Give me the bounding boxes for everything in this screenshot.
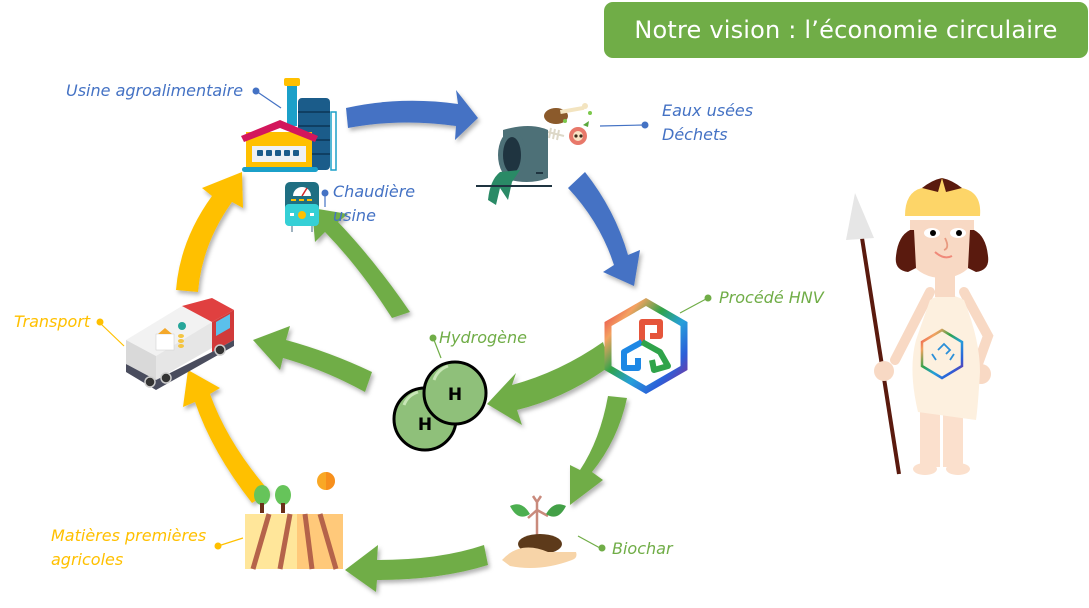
label-text: Procédé HNV [719,288,824,307]
hnv-logo-icon [604,297,688,395]
waste-pipe-icon [476,103,592,205]
page-title: Notre vision : l’économie circulaire [634,16,1058,44]
plant-in-hand-icon [502,495,577,568]
label-usine-agroalimentaire: Usine agroalimentaire [66,79,243,103]
arrow-hydrogene-to-chaudiere [312,208,410,318]
label-hydrogene: Hydrogène [439,326,527,350]
arrow-transport-to-usine [176,172,243,292]
label-chaudiere-usine: Chaudière usine [333,180,415,228]
hydrogen-molecule-icon: H H [392,360,488,452]
label-text: Hydrogène [439,328,528,347]
label-line-1: Chaudière [333,182,416,201]
arrow-hnv-to-biochar [570,396,627,505]
label-line-2: usine [333,206,376,225]
label-line-1: Eaux usées [662,101,754,120]
label-biochar: Biochar [612,537,673,561]
arrow-usine-to-eaux [346,90,478,140]
label-line-2: agricoles [51,550,124,569]
boiler-icon [285,182,319,232]
field-icon [245,472,343,570]
arrow-biochar-to-matieres [345,545,488,592]
factory-icon [241,78,337,172]
hydrogen-atom-symbol-2: H [448,385,462,405]
title-banner: Notre vision : l’économie circulaire [604,2,1088,58]
label-line-2: Déchets [662,125,728,144]
label-procede-hnv: Procédé HNV [719,286,824,310]
label-text: Biochar [612,539,673,558]
label-matieres-premieres-agricoles: Matières premières agricoles [51,524,206,572]
label-text: Transport [14,312,91,331]
truck-icon [126,298,234,390]
arrow-matieres-to-transport [183,370,270,503]
arrow-eaux-to-hnv [568,172,640,286]
hydrogen-atom-symbol-1: H [418,415,432,435]
label-eaux-usees-dechets: Eaux usées Déchets [662,99,753,147]
label-transport: Transport [14,310,90,334]
label-line-1: Matières premières [51,526,207,545]
arrow-hnv-to-hydrogene [487,342,610,425]
arrow-hydrogene-to-transport [253,326,372,392]
warrior-mascot-icon [846,178,994,475]
label-text: Usine agroalimentaire [66,81,244,100]
